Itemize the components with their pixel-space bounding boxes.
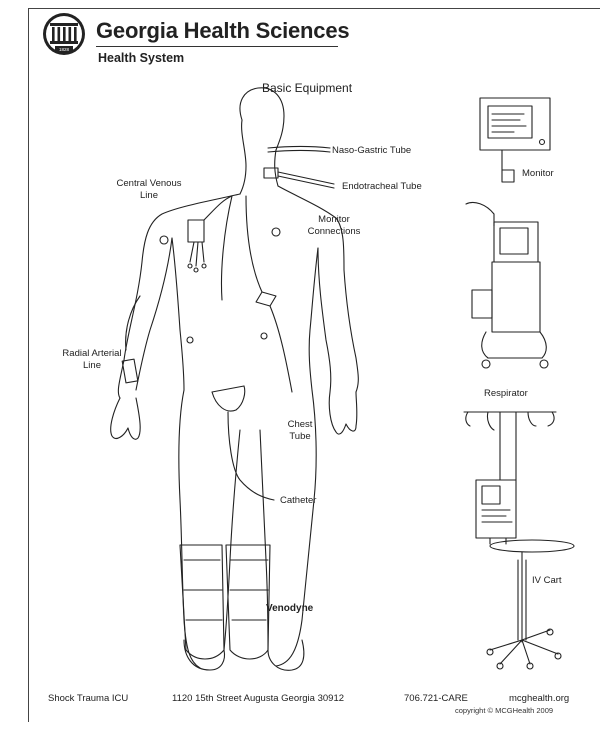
label-iv-cart: IV Cart	[532, 575, 562, 587]
iv-cart	[464, 412, 574, 669]
label-monitor-connections: Monitor Connections	[296, 214, 372, 237]
label-radial-arterial-line: Radial Arterial Line	[44, 348, 140, 371]
footer-unit: Shock Trauma ICU	[48, 693, 128, 704]
label-radial-arterial-line-1: Radial Arterial	[44, 348, 140, 360]
label-endotracheal-tube: Endotracheal Tube	[342, 181, 422, 193]
label-radial-arterial-line-2: Line	[44, 360, 140, 372]
label-central-venous-line-1: Central Venous	[104, 178, 194, 190]
footer-copyright: copyright © MCGHealth 2009	[455, 706, 553, 715]
label-central-venous-line: Central Venous Line	[104, 178, 194, 201]
naso-gastric-tube	[268, 147, 330, 153]
patient-body-outline	[111, 88, 359, 670]
footer-address: 1120 15th Street Augusta Georgia 30912	[172, 693, 344, 704]
label-catheter: Catheter	[280, 495, 316, 507]
label-venodyne: Venodyne	[266, 603, 313, 615]
footer-phone: 706.721-CARE	[404, 693, 468, 704]
label-naso-gastric-tube: Naso-Gastric Tube	[332, 145, 411, 157]
label-chest-tube: Chest Tube	[280, 419, 320, 442]
label-respirator: Respirator	[484, 388, 528, 400]
label-central-venous-line-2: Line	[104, 190, 194, 202]
label-monitor-connections-2: Connections	[296, 226, 372, 238]
footer-website: mcghealth.org	[509, 693, 569, 704]
label-monitor: Monitor	[522, 168, 554, 180]
label-chest-tube-2: Tube	[280, 431, 320, 443]
label-monitor-connections-1: Monitor	[296, 214, 372, 226]
endotracheal-tube	[264, 168, 334, 188]
urinary-catheter	[212, 386, 274, 500]
label-chest-tube-1: Chest	[280, 419, 320, 431]
monitor-leads	[221, 196, 292, 392]
respirator-device	[466, 202, 548, 368]
